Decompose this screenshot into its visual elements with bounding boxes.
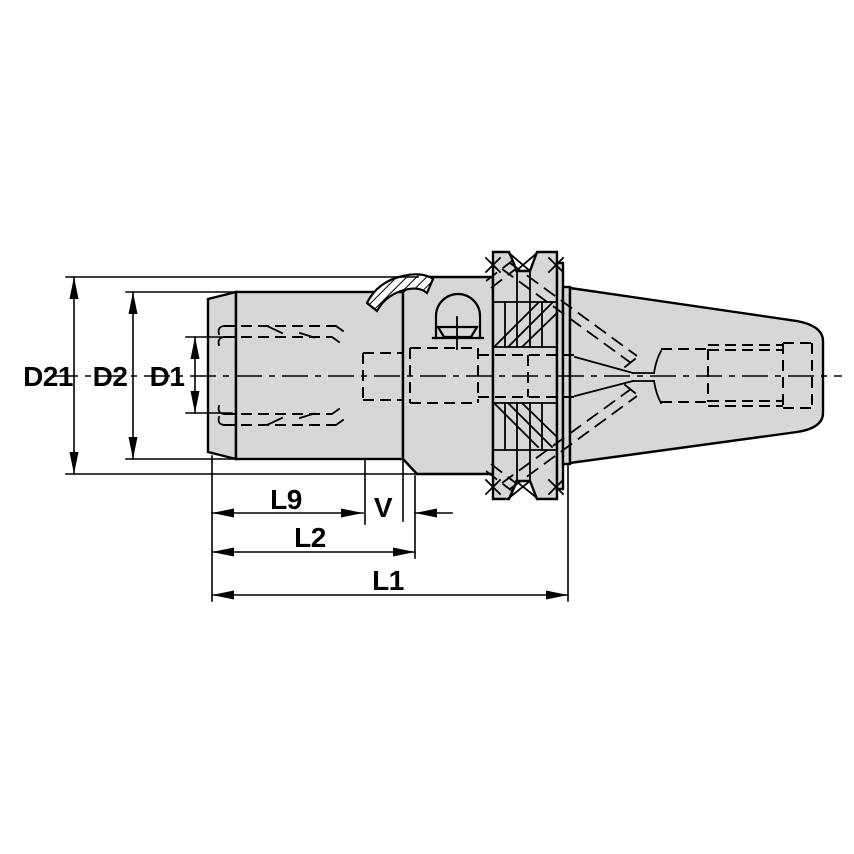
label-l2: L2: [294, 522, 326, 553]
clamp-screw-detail: [431, 292, 485, 350]
coolant-gland-crescent: [365, 273, 435, 313]
label-d2: D2: [93, 361, 128, 392]
label-l9: L9: [270, 484, 302, 515]
dimension-d2: D2: [93, 291, 138, 460]
label-l1: L1: [372, 565, 404, 596]
flange-details: [484, 251, 565, 500]
label-d1: D1: [150, 361, 185, 392]
internal-cone-detail: [573, 349, 663, 405]
hidden-lines: [217, 260, 813, 492]
label-v: V: [374, 492, 393, 523]
dimension-l1: L1: [211, 565, 569, 600]
dimension-d21: D21: [23, 276, 79, 475]
dimensions: D21 D2 D1 L9 V: [23, 276, 569, 602]
label-d21: D21: [23, 361, 73, 392]
dimension-v: V: [374, 492, 453, 523]
dimension-l9: L9: [211, 484, 364, 518]
dimension-d1: D1: [150, 336, 200, 414]
dimension-l2: L2: [211, 522, 416, 557]
